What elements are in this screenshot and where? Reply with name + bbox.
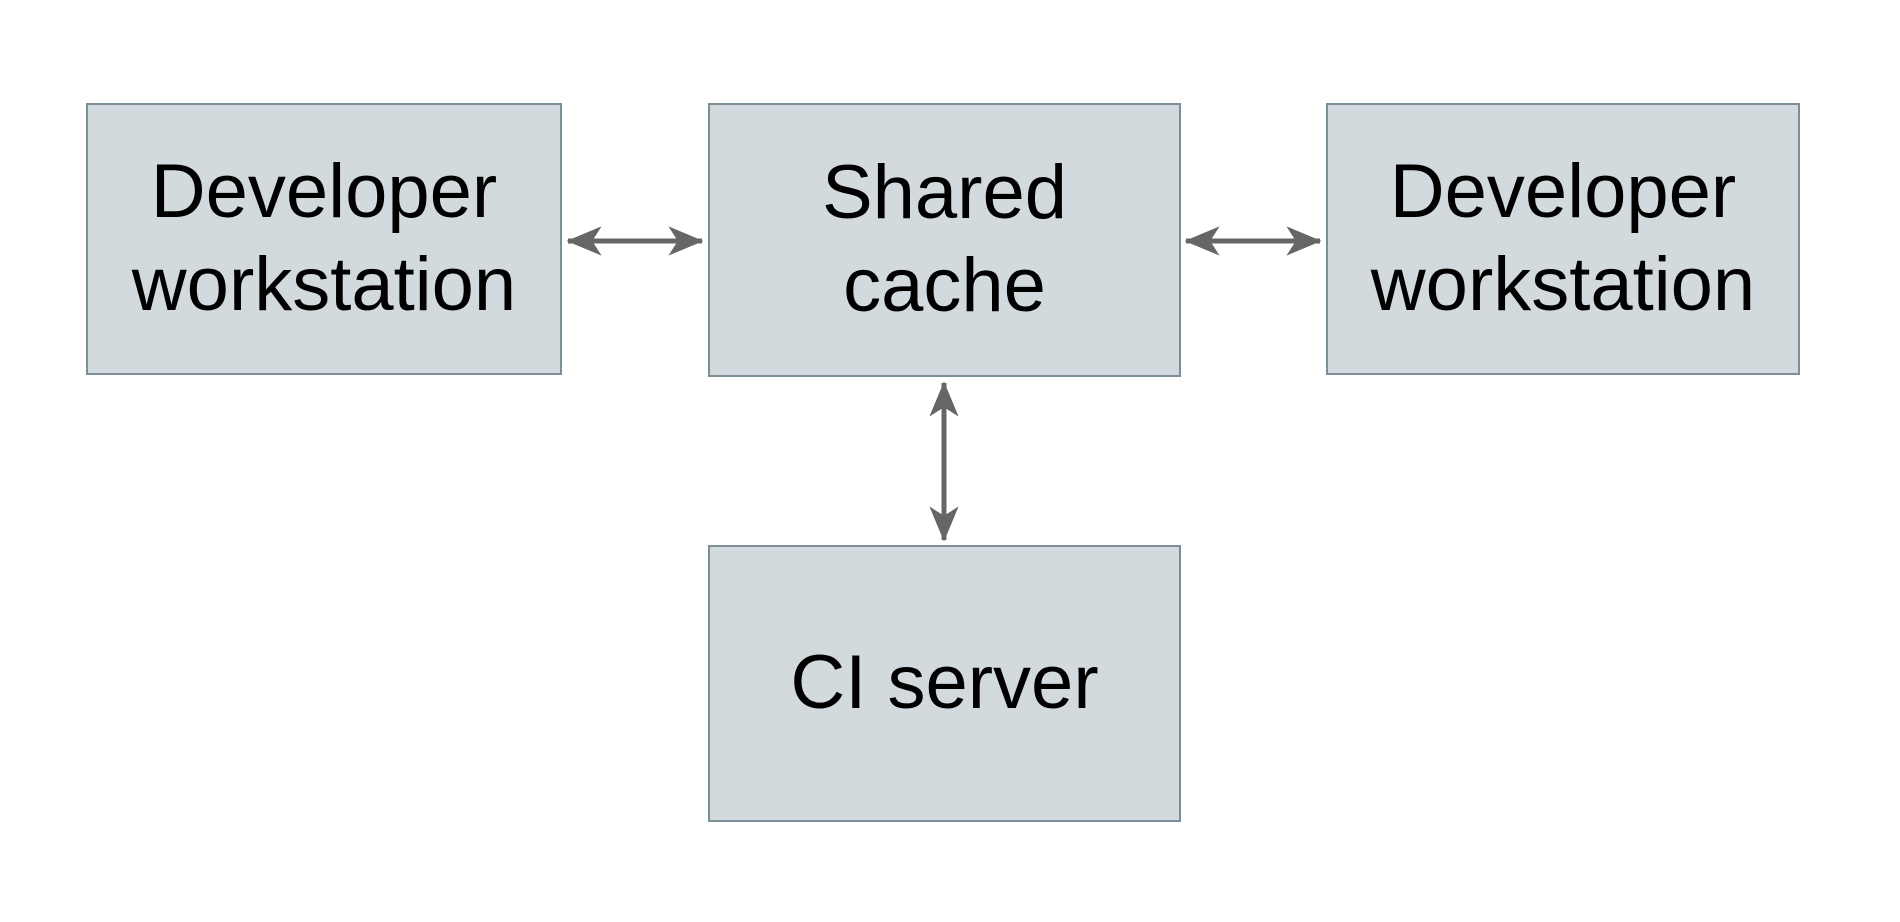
node-developer-workstation-left: Developer workstation <box>86 103 562 375</box>
bidirectional-arrow-shared-cache-to-right-workstation <box>1184 226 1322 256</box>
bidirectional-arrow-left-workstation-to-shared-cache <box>566 226 704 256</box>
bidirectional-arrow-shared-cache-to-ci-server <box>929 381 959 542</box>
node-ci-server: CI server <box>708 545 1181 822</box>
node-shared-cache: Shared cache <box>708 103 1181 377</box>
node-developer-workstation-right: Developer workstation <box>1326 103 1800 375</box>
node-label-ci-server: CI server <box>790 640 1099 726</box>
node-label-shared-cache: Shared cache <box>821 150 1068 328</box>
node-label-developer-workstation-left: Developer workstation <box>131 149 517 327</box>
node-label-developer-workstation-right: Developer workstation <box>1370 149 1756 327</box>
